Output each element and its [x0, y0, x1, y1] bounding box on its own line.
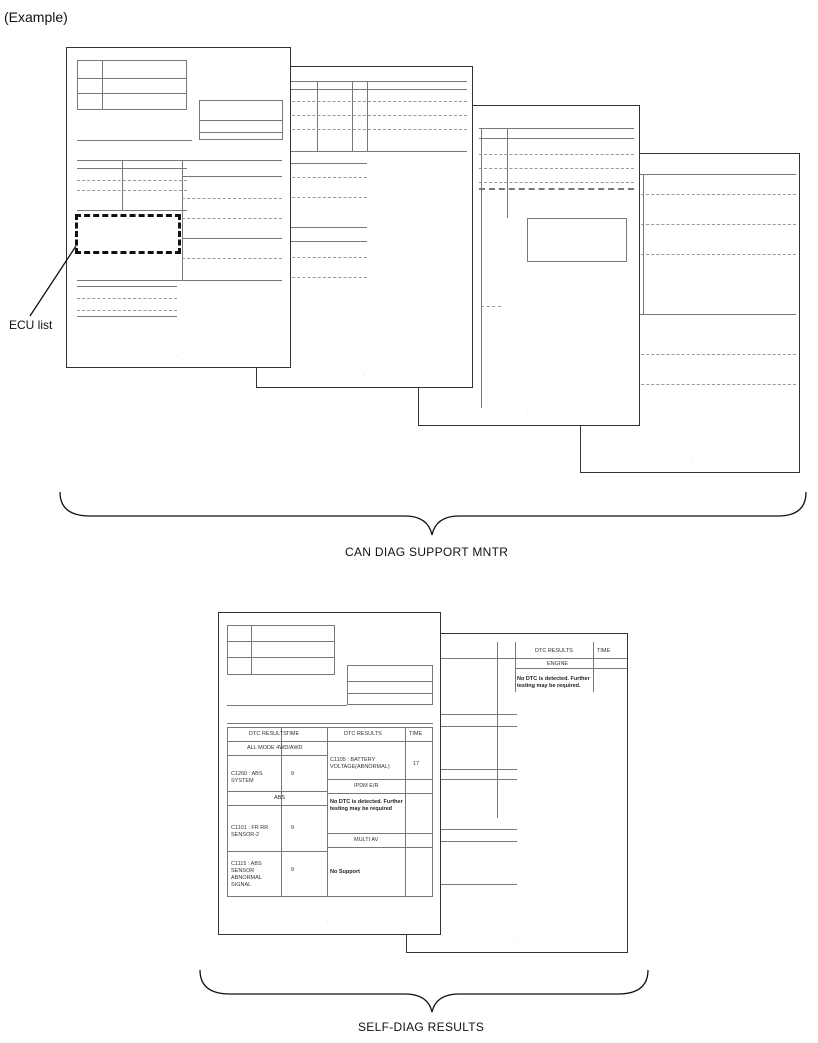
back-col-time: TIME	[597, 648, 611, 654]
example-label: (Example)	[4, 9, 68, 25]
right-row-1-time: 17	[413, 761, 420, 767]
dtc-row-3-time: 9	[291, 867, 295, 873]
col-dtc-results-right: DTC RESULTS	[344, 731, 382, 737]
dtc-table	[227, 727, 433, 897]
back-col-dtc: DTC RESULTS	[535, 648, 573, 654]
dtc-row-3-code: C1115 : ABS SENSOR ABNORMAL SIGNAL	[231, 861, 262, 888]
ecu-list-label: ECU list	[9, 318, 53, 332]
section-ipdm: IPDM E/R	[354, 783, 379, 789]
dtc-row-2-time: 9	[291, 825, 295, 831]
document-page: ·	[256, 66, 473, 388]
col-time: TIME	[286, 731, 300, 737]
section-abs: ABS	[274, 795, 286, 801]
back-section-engine: ENGINE	[547, 661, 569, 667]
document-page: ·	[66, 47, 291, 368]
document-page: DTC RESULTS TIME DTC RESULTS TIME ALL MO…	[218, 612, 441, 935]
col-dtc-results: DTC RESULTS	[249, 731, 287, 737]
right-row-1-code: C1105 : BATTERY VOLTAGE(ABNORMAL)	[330, 757, 390, 770]
document-page: DTC RESULTS TIME ENGINE No DTC is detect…	[406, 633, 628, 953]
can-diag-label: CAN DIAG SUPPORT MNTR	[345, 545, 509, 559]
ecu-list-highlight	[75, 214, 181, 254]
right-row-2-result: No DTC is detected. Further testing may …	[330, 799, 403, 812]
dtc-row-2-code: C1101 : FR RR SENSOR-2	[231, 825, 269, 838]
back-result-text: No DTC is detected. Further testing may …	[517, 676, 590, 689]
dtc-row-1-time: 9	[291, 771, 295, 777]
self-diag-label: SELF-DIAG RESULTS	[358, 1020, 485, 1034]
col-time-right: TIME	[409, 731, 423, 737]
right-row-3-result: No Support	[330, 869, 360, 875]
section-all-mode: ALL MODE 4WD/AWD	[247, 745, 303, 751]
section-multi-av: MULTI AV	[354, 837, 379, 843]
dtc-row-1-code: C1260 : ABS SYSTEM	[231, 771, 263, 784]
